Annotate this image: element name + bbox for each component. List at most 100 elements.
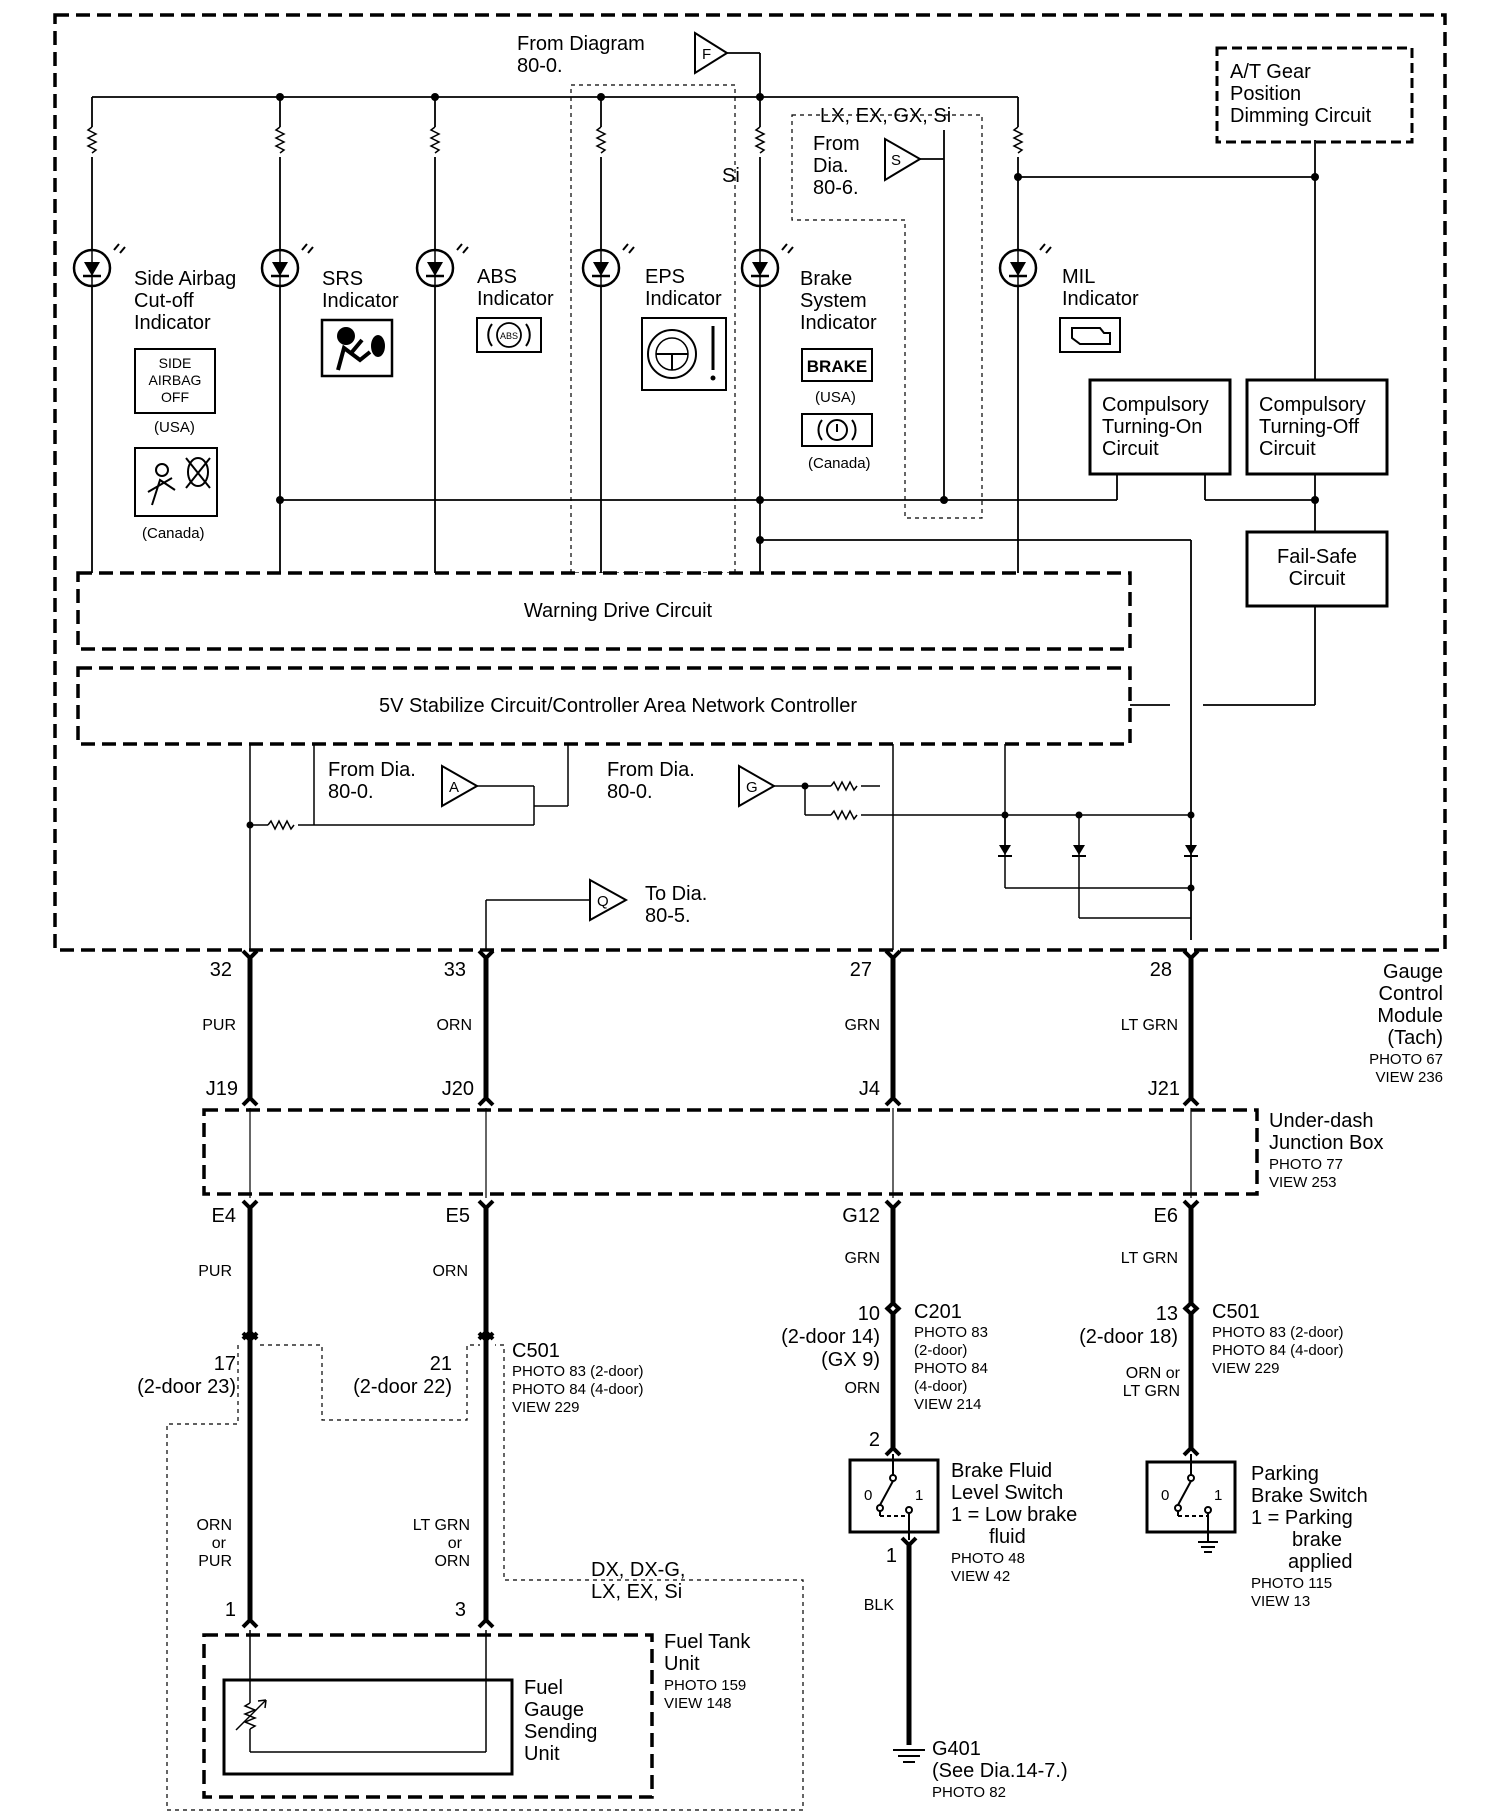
ref-q-letter: Q [597, 893, 609, 910]
sending-l1: Fuel [524, 1677, 563, 1699]
junction-j19: J19 [206, 1078, 238, 1100]
fail-safe-l2: Circuit [1289, 568, 1346, 590]
abs-icon-text: ABS [500, 331, 518, 341]
svg-text:From Dia.80-0.: From Dia.80-0. [328, 759, 416, 803]
junction-e6: E6 [1154, 1205, 1178, 1227]
brake-fluid-l2: Level Switch [951, 1482, 1063, 1504]
fuel-tank-view: VIEW 148 [664, 1695, 732, 1712]
power-bus [92, 52, 1316, 380]
brake-fluid-pin1: 1 [886, 1545, 897, 1567]
ref-s-line3: 80-6. [813, 177, 859, 199]
sending-l3: Sending [524, 1721, 597, 1743]
wire-color-33b: ORN [432, 1263, 468, 1280]
brake-usa: (USA) [815, 389, 856, 406]
fuel-pin1: 1 [225, 1599, 236, 1621]
ref-s-line2: Dia. [813, 155, 849, 177]
wire-color-27b: GRN [844, 1250, 880, 1267]
junction-j20: J20 [442, 1078, 474, 1100]
ref-g-line2: 80-0. [607, 781, 653, 803]
ref-q-line1: To Dia. [645, 883, 707, 905]
ground-wire-color: BLK [864, 1597, 895, 1614]
brake-l2: System [800, 290, 867, 312]
parking-one: 1 [1214, 1487, 1222, 1504]
side-airbag-l3: Indicator [134, 312, 211, 334]
module-l2: Control [1379, 983, 1443, 1005]
svg-text:DX, DX-G,LX, EX, Si: DX, DX-G,LX, EX, Si [591, 1559, 685, 1603]
parking-l3: 1 = Parking [1251, 1507, 1353, 1529]
side-airbag-icon-l1: SIDE [159, 355, 192, 371]
brake-fluid-view: VIEW 42 [951, 1568, 1010, 1585]
srs-l1: SRS [322, 268, 363, 290]
ref-g-line1: From Dia. [607, 759, 695, 781]
warning-drive-box [76, 571, 1132, 651]
brake-usa-icon [801, 348, 873, 382]
lx-option-box [791, 114, 983, 519]
at-gear-l2: Position [1230, 83, 1301, 105]
mil-l1: MIL [1062, 266, 1095, 288]
c501-color-b1: LT GRN [413, 1517, 470, 1534]
junction-j4: J4 [859, 1078, 880, 1100]
lx-ex-gx-si-label: LX, EX, GX, Si [820, 105, 951, 127]
fuel-tank-photo: PHOTO 159 [664, 1677, 746, 1694]
parking-photo: PHOTO 115 [1251, 1575, 1332, 1592]
c501r-photo2: PHOTO 84 (4-door) [1212, 1342, 1343, 1359]
at-gear-l3: Dimming Circuit [1230, 105, 1372, 127]
brake-fluid-l1: Brake Fluid [951, 1460, 1052, 1482]
ground-see: (See Dia.14-7.) [932, 1760, 1068, 1782]
ref-f-letter: F [702, 46, 711, 63]
c501-color-a3: PUR [198, 1553, 232, 1570]
c201-alt2: (GX 9) [821, 1349, 880, 1371]
side-airbag-usa-icon [134, 348, 216, 414]
brake-fluid-one: 1 [915, 1487, 923, 1504]
c501r-alt: (2-door 18) [1079, 1326, 1178, 1348]
brake-fluid-pin2: 2 [869, 1429, 880, 1451]
c501-pin21: 21 [430, 1353, 452, 1375]
c501-color-b3: ORN [434, 1553, 470, 1570]
ref-s: S [884, 137, 922, 182]
brake-usa-icon-text: BRAKE [807, 357, 867, 376]
ref-s-letter: S [891, 152, 901, 169]
at-gear-box [1215, 46, 1414, 144]
wire-color-32: PUR [202, 1017, 236, 1034]
dx-group-l2: LX, EX, Si [591, 1581, 682, 1603]
main-wires [247, 958, 1194, 1745]
parking-view: VIEW 13 [1251, 1593, 1310, 1610]
c501-color-a2: or [212, 1535, 227, 1552]
sending-l4: Unit [524, 1743, 560, 1765]
warning-drive-label: Warning Drive Circuit [524, 600, 713, 622]
pin-28: 28 [1150, 959, 1172, 981]
eps-l1: EPS [645, 266, 685, 288]
mil-l2: Indicator [1062, 288, 1139, 310]
fail-safe-box [1245, 530, 1389, 608]
c501-pin21-alt: (2-door 22) [353, 1376, 452, 1398]
compulsory-off-box [1245, 378, 1389, 476]
brake-fluid-l3: 1 = Low brake [951, 1504, 1077, 1526]
wire-color-28b: LT GRN [1121, 1250, 1178, 1267]
brake-canada-icon [801, 413, 873, 447]
junction-box-photo: PHOTO 77 [1269, 1156, 1343, 1173]
c501r-photo1: PHOTO 83 (2-door) [1212, 1324, 1343, 1341]
c501r-color-2: LT GRN [1123, 1383, 1180, 1400]
c501-left-name: C501 [512, 1340, 560, 1362]
side-airbag-usa: (USA) [154, 419, 195, 436]
svg-text:From Dia.80-0.: From Dia.80-0. [607, 759, 695, 803]
module-view: VIEW 236 [1375, 1069, 1443, 1086]
junction-e4: E4 [212, 1205, 236, 1227]
parking-zero: 0 [1161, 1487, 1169, 1504]
stabilize-box [76, 666, 1132, 746]
c201-color: ORN [844, 1380, 880, 1397]
c201-alt1: (2-door 14) [781, 1326, 880, 1348]
under-dash-junction-box [202, 1108, 1259, 1196]
c501-left-photo1: PHOTO 83 (2-door) [512, 1363, 643, 1380]
